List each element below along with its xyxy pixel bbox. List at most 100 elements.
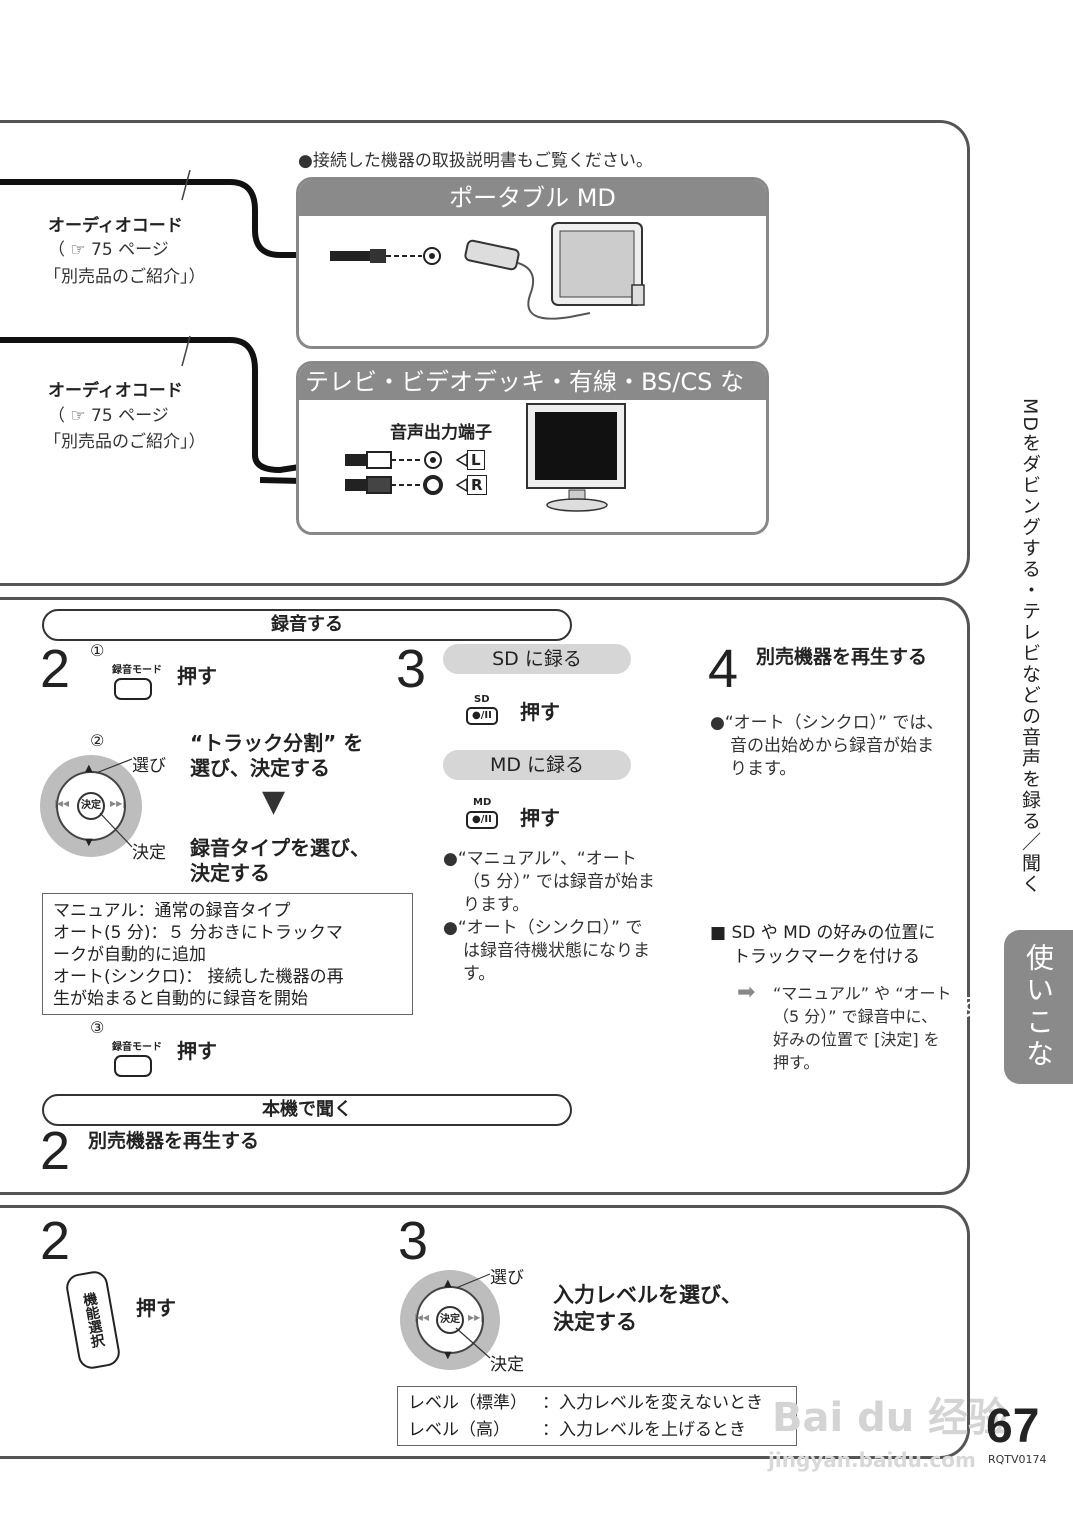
record-step2-number: 2 xyxy=(40,639,71,699)
level-select-dial[interactable]: 決定 ▲ ▼ |◀◀ ▶▶| xyxy=(400,1270,500,1370)
step3-note-1: ●“マニュアル”、“オート xyxy=(443,849,637,869)
listen-header: 本機で聞く xyxy=(42,1094,572,1126)
rca-connectors xyxy=(345,451,468,495)
channel-l-label: L xyxy=(467,450,485,470)
arrow-right-icon: ➡ xyxy=(737,980,756,1005)
level-high-label: レベル（高） xyxy=(408,1420,510,1440)
rec-type-box: マニュアル：通常の録音タイプ オート(5 分)：５ 分おきにトラックマ ークが自… xyxy=(42,893,413,1015)
level-dial-leader-lines xyxy=(455,1273,491,1359)
section-tab: 使いこなす xyxy=(953,930,1073,1084)
level-enter-label: 決定 xyxy=(490,1355,524,1375)
rec-type-line-1: マニュアル：通常の録音タイプ xyxy=(53,901,291,921)
level-enter-button[interactable]: 決定 xyxy=(436,1306,464,1334)
step3-note: ●“マニュアル”、“オート （5 分）” では録音が始ま ります。 ●“オート（… xyxy=(443,848,655,986)
select-dial[interactable]: 決定 ▲ ▼ |◀◀ ▶▶| xyxy=(40,755,142,857)
step3-note-6: す。 xyxy=(463,964,496,984)
level-standard-desc: ：入力レベルを変えないとき xyxy=(542,1393,763,1413)
section-vertical-title: MDをダビングする・テレビなどの音声を録る／聞く xyxy=(1019,398,1041,896)
sd-record-button[interactable]: ●/II xyxy=(466,707,498,725)
step4-note: ●“オート（シンクロ）” では、 音の出始めから録音が始ま ります。 xyxy=(710,712,943,781)
listen-step-number: 2 xyxy=(40,1121,71,1181)
rec-type-instruction-2: 決定する xyxy=(190,861,270,885)
step3-note-5: は録音待機状態になりま xyxy=(463,941,650,961)
audio-out-label: 音声出力端子 xyxy=(390,423,492,443)
level-standard-label: レベル（標準） xyxy=(408,1393,527,1413)
rec-type-line-4: オート(シンクロ)： 接続した機器の再 xyxy=(53,967,344,987)
cord2-ref: （ ☞ 75 ページ xyxy=(48,406,169,426)
track-mark-line-3: 好みの位置で [決定] を xyxy=(773,1030,940,1049)
track-mark-line-2: （5 分）” で録音中に、 xyxy=(773,1007,938,1026)
tv-illustration xyxy=(526,403,626,512)
track-mark-desc: “マニュアル” や “オート （5 分）” で録音中に、 好みの位置で [決定]… xyxy=(773,982,952,1074)
level-select-label: 選び xyxy=(490,1268,524,1288)
md-push-label: 押す xyxy=(520,806,560,830)
record-step4-number: 4 xyxy=(708,639,739,699)
prev-icon: |◀◀ xyxy=(54,799,69,808)
cord1-title: オーディオコード xyxy=(48,216,183,236)
push-label-3: 押す xyxy=(177,1039,217,1063)
level-table: レベル（標準） ：入力レベルを変えないとき レベル（高） ：入力レベルを上げるとき xyxy=(397,1386,797,1446)
portable-md-title: ポータブル MD xyxy=(299,180,766,216)
top-note: ●接続した機器の取扱説明書もご覧ください。 xyxy=(298,151,653,171)
level-row-high: レベル（高） ：入力レベルを上げるとき xyxy=(408,1417,786,1444)
record-mode-button-3[interactable] xyxy=(114,1055,152,1077)
step4-note-1: ●“オート（シンクロ）” では、 xyxy=(710,713,944,733)
sd-rec-label: SD に録る xyxy=(443,644,631,674)
step3-note-4: ●“オート（シンクロ）” で xyxy=(443,918,643,938)
level-instruction: 入力レベルを選び、 xyxy=(553,1283,742,1307)
rec-type-line-3: ークが自動的に追加 xyxy=(53,945,206,965)
level-prev-icon: |◀◀ xyxy=(414,1313,429,1322)
sd-push-label: 押す xyxy=(520,700,560,724)
level-instruction-2: 決定する xyxy=(553,1310,637,1334)
cord2-ref2: 「別売品のご紹介」） xyxy=(44,432,206,452)
enter-button[interactable]: 決定 xyxy=(77,792,105,820)
track-mark-line-4: 押す。 xyxy=(773,1053,820,1072)
tv-source-title: テレビ・ビデオデッキ・有線・BS/CS など xyxy=(299,364,766,432)
bottom-step3-number: 3 xyxy=(398,1211,429,1271)
step3-note-3: ります。 xyxy=(463,895,530,915)
track-mark-title: ■ SD や MD の好みの位置に xyxy=(710,923,936,943)
sub-step-3: ③ xyxy=(90,1018,105,1037)
down-arrow-icon: ▼ xyxy=(85,837,93,848)
channel-r-label: R xyxy=(467,475,487,495)
level-high-desc: ：入力レベルを上げるとき xyxy=(542,1420,746,1440)
level-up-arrow-icon: ▲ xyxy=(444,1278,452,1289)
listen-text: 別売機器を再生する xyxy=(88,1130,260,1152)
track-split-instruction-2: 選び、決定する xyxy=(190,756,330,780)
cord1-ref: （ ☞ 75 ページ xyxy=(48,240,169,260)
up-arrow-icon: ▲ xyxy=(85,763,93,774)
level-row-standard: レベル（標準） ：入力レベルを変えないとき xyxy=(408,1390,786,1417)
cord2-title: オーディオコード xyxy=(48,381,183,401)
sub-step-1: ① xyxy=(90,641,105,660)
rec-type-line-5: 生が始まると自動的に録音を開始 xyxy=(53,989,308,1009)
select-label: 選び xyxy=(132,756,166,776)
rec-type-instruction: 録音タイプを選び、 xyxy=(190,836,370,860)
page-number: 67 xyxy=(986,1400,1040,1453)
bottom-step2-number: 2 xyxy=(40,1211,71,1271)
sd-icon-label: SD xyxy=(474,694,490,705)
md-icon-label: MD xyxy=(473,797,492,808)
step4-text: 別売機器を再生する xyxy=(756,646,928,668)
dial-leader-lines xyxy=(95,758,133,848)
track-mark-title-2: トラックマークを付ける xyxy=(733,947,920,967)
doc-code: RQTV0174 xyxy=(988,1453,1047,1466)
down-triangle-icon: ▼ xyxy=(262,784,286,819)
rec-type-line-2: オート(5 分)：５ 分おきにトラックマ xyxy=(53,923,343,943)
step4-note-3: ります。 xyxy=(730,759,797,779)
track-mark-line-1: “マニュアル” や “オート xyxy=(773,984,952,1003)
step4-note-2: 音の出始めから録音が始ま xyxy=(730,736,934,756)
watermark: Bai du 经验 xyxy=(772,1395,1009,1441)
sub-step-2: ② xyxy=(90,731,105,750)
record-mode-label-3: 録音モード xyxy=(112,1042,162,1053)
step3-note-2: （5 分）” では録音が始ま xyxy=(463,872,655,892)
portable-md-illustration xyxy=(330,222,645,320)
record-header: 録音する xyxy=(42,609,572,641)
record-step3-number: 3 xyxy=(396,639,427,699)
md-rec-label: MD に録る xyxy=(443,750,631,780)
level-next-icon: ▶▶| xyxy=(468,1313,483,1322)
bottom-push-label: 押す xyxy=(136,1296,176,1320)
push-label-1: 押す xyxy=(177,664,217,688)
md-record-button[interactable]: ●/II xyxy=(466,811,498,829)
track-split-instruction: “トラック分割” を xyxy=(190,731,364,755)
record-mode-button-1[interactable] xyxy=(114,678,152,700)
